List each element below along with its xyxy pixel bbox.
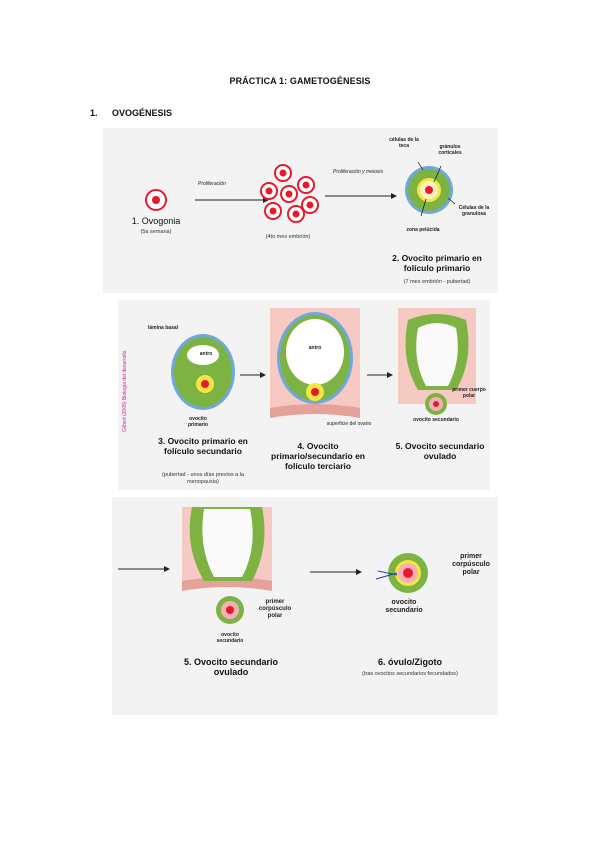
annot-zona: zona pelúcida	[406, 227, 440, 233]
ovocito-sec-label-3: ovocito secundario	[216, 632, 244, 644]
side-credit: Gilbert (2005) Biología del desarrollo	[122, 350, 128, 432]
document-title: PRÁCTICA 1: GAMETOGÉNESIS	[229, 76, 371, 86]
ovogonia-cell	[145, 189, 167, 211]
ovulated-follicle	[189, 507, 265, 624]
antro2-label: antro	[308, 345, 322, 351]
primary-follicle	[405, 166, 453, 214]
ovogonia-sub: (5a semana)	[140, 229, 172, 235]
s4-label: 4. Ovocito primario/secundario en folícu…	[271, 441, 365, 471]
section-title: OVOGÉNESIS	[112, 108, 173, 118]
tertiary-follicle	[277, 312, 353, 404]
secondary-follicle	[171, 334, 235, 410]
ovocito-primario-label: ovocito primario	[187, 416, 208, 428]
figure-row-1: Proliferación Proliferación y meiosis 1.…	[103, 128, 498, 293]
proliferating-cells	[260, 164, 319, 223]
figure-row-2: Gilbert (2005) Biología del desarrollo l…	[118, 300, 490, 490]
arrow2-label: Proliferación y meiosis	[332, 169, 384, 175]
ovocito-sec2-label: ovocito secundario	[385, 599, 423, 615]
ovum-zygote	[375, 553, 428, 593]
arrow1-label: Proliferación	[198, 181, 226, 187]
row3-illustration	[118, 507, 428, 624]
ovocito-sec-label: ovocito secundario	[413, 417, 459, 423]
primer-cuerpo-label: primer cuerpo polar	[452, 387, 486, 399]
s3-sub: (pubertad - unos días previos a la menop…	[162, 472, 244, 485]
lamina-label: lámina basal	[148, 325, 179, 331]
row1-illustration	[145, 161, 456, 223]
row2-illustration	[171, 308, 476, 418]
superficie-label: superficie del ovario	[326, 421, 372, 427]
primario-sub: (7 mes embrión - pubertad)	[403, 279, 471, 285]
s5-label-3: 5. Ovocito secundario ovulado	[183, 657, 279, 678]
s3-label: 3. Ovocito primario en folículo secundar…	[158, 436, 248, 456]
s6-sub: (tras ovocitos secundarios fecundados)	[362, 671, 458, 677]
antro-label: antro	[199, 351, 213, 357]
ovogonia-label: 1. Ovogonia	[131, 216, 181, 226]
annot-granulosa: Células de la granulosa	[458, 205, 490, 217]
primer-corp-label: primer corpúsculo polar	[258, 599, 292, 619]
section-heading: 1. OVOGÉNESIS	[90, 108, 172, 118]
primario-label: 2. Ovocito primario en folículo primario	[392, 253, 482, 273]
ovulating-follicle	[405, 314, 469, 415]
section-number: 1.	[90, 108, 98, 118]
figure-row-3: primer corpúsculo polar ovocito secundar…	[112, 497, 498, 715]
s5-label: 5. Ovocito secundario ovulado	[395, 441, 485, 461]
prolif-sub: (4to mes embrión)	[265, 234, 311, 240]
s6-label: 6. óvulo/Zigoto	[378, 657, 442, 667]
annot-teca: células de la teca	[389, 137, 419, 149]
primer-corp2-label: primer corpúsculo polar	[452, 553, 490, 577]
annot-granulos: gránulos corticales	[438, 144, 462, 156]
